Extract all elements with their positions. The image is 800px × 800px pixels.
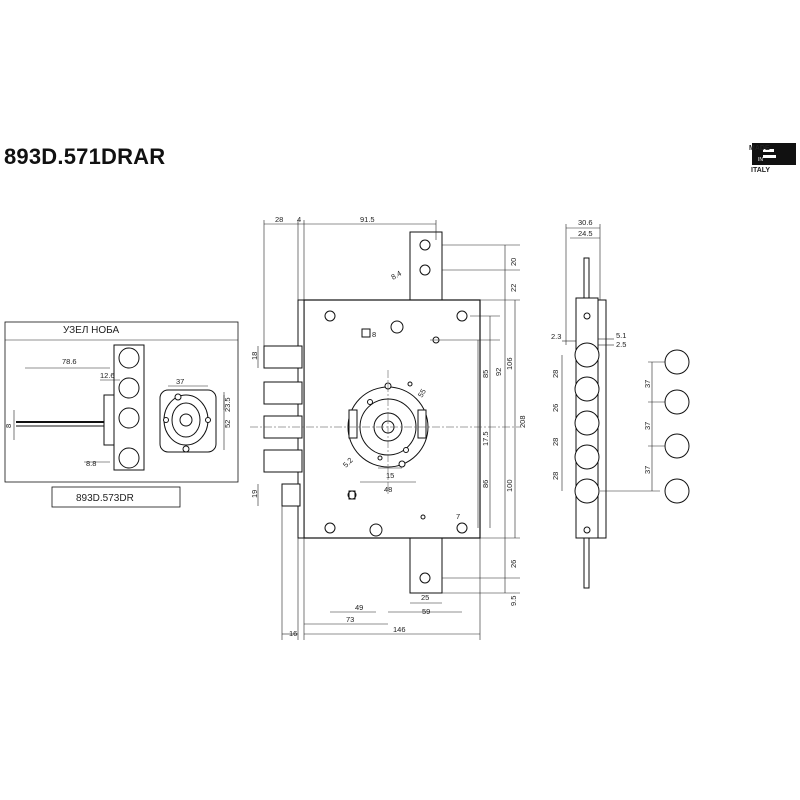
- dim-8-8: 8.8: [86, 459, 96, 468]
- dim-top-4: 4: [297, 215, 301, 224]
- dim-side-28b: 28: [551, 438, 560, 446]
- dim-right-85: 85: [481, 370, 490, 378]
- dim-right-106: 106: [505, 357, 514, 370]
- lock-front-view: [250, 231, 520, 594]
- dim-right-17-5: 17.5: [481, 431, 490, 446]
- dim-side-28a: 28: [551, 370, 560, 378]
- dim-bottom-59: 59: [422, 607, 430, 616]
- made-in-italy-logo: [752, 143, 796, 165]
- bolt-heads-view: [648, 349, 690, 504]
- dim-d7: 7: [456, 512, 460, 521]
- dim-d55: 55: [416, 387, 428, 399]
- knob-box-title: УЗЕЛ НОБА: [63, 325, 120, 336]
- dim-square-8: 8: [372, 330, 376, 339]
- dim-top-28: 28: [275, 215, 283, 224]
- dim-15: 15: [386, 471, 394, 480]
- knob-code-box: [51, 486, 181, 508]
- dim-right-208: 208: [518, 415, 527, 428]
- dim-right-100: 100: [505, 479, 514, 492]
- dim-top-91-5: 91.5: [360, 215, 375, 224]
- dim-37: 37: [176, 377, 184, 386]
- dim-side-30-6: 30.6: [578, 218, 593, 227]
- dim-12-6: 12.6: [100, 371, 115, 380]
- dim-78-6: 78.6: [62, 357, 77, 366]
- dim-right-9-5: 9.5: [509, 596, 518, 606]
- dim-bottom-146: 146: [393, 625, 406, 634]
- dim-bottom-16: 16: [289, 629, 297, 638]
- dim-d19: 19: [250, 490, 259, 498]
- dim-52: 52: [223, 420, 232, 428]
- dim-d8: 8: [4, 424, 13, 428]
- dim-side-28c: 28: [551, 472, 560, 480]
- dim-bolt-37a: 37: [643, 380, 652, 388]
- dim-bolt-37c: 37: [643, 466, 652, 474]
- dim-right-86: 86: [481, 480, 490, 488]
- made-label: MADE: [749, 145, 770, 152]
- dim-right-20: 20: [509, 258, 518, 266]
- product-code-title: 893D.571DRAR: [4, 144, 166, 169]
- knob-code: 893D.573DR: [76, 493, 134, 504]
- dim-right-92: 92: [494, 368, 503, 376]
- dim-bottom-49: 49: [355, 603, 363, 612]
- lock-side-view: [561, 224, 660, 589]
- dim-d8-4: 8.4: [390, 269, 404, 282]
- dim-right-22: 22: [509, 284, 518, 292]
- knob-detail-box: [4, 321, 239, 483]
- dim-bottom-25: 25: [421, 593, 429, 602]
- dim-side-24-5: 24.5: [578, 229, 593, 238]
- dim-side-5-1: 5.1: [616, 331, 626, 340]
- front-dimension-lines: [257, 220, 520, 640]
- in-label: IN: [758, 157, 763, 163]
- italy-label: ITALY: [751, 167, 770, 174]
- dim-side-26: 26: [551, 404, 560, 412]
- dim-right-26: 26: [509, 560, 518, 568]
- dim-d18: 18: [250, 352, 259, 360]
- dim-bolt-37b: 37: [643, 422, 652, 430]
- dim-side-2-5: 2.5: [616, 340, 626, 349]
- dim-side-2-3: 2.3: [551, 332, 561, 341]
- dim-48: 48: [384, 485, 392, 494]
- dim-bottom-73: 73: [346, 615, 354, 624]
- dim-23-5: 23.5: [223, 397, 232, 412]
